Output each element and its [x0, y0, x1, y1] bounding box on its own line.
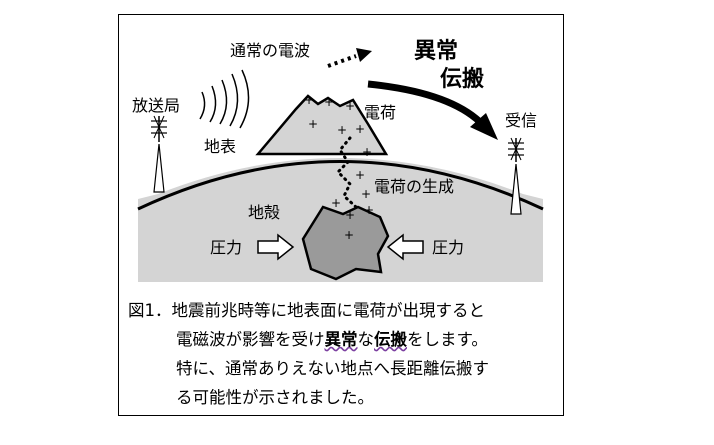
- charge-label: 電荷: [364, 103, 396, 122]
- caption-line-2-pre: 電磁波が影響を受け: [176, 330, 325, 349]
- plus-sign: +: [364, 203, 374, 217]
- plus-sign: +: [345, 99, 355, 113]
- antenna-tower-icon: [151, 115, 167, 193]
- normal-wave-label: 通常の電波: [230, 41, 310, 60]
- dotted-arrow-icon: [327, 48, 372, 68]
- plus-sign: +: [361, 187, 371, 201]
- broadcast-station-label: 放送局: [132, 96, 180, 115]
- plus-sign: +: [345, 208, 355, 222]
- caption-line-3: 特に、通常ありえない地点へ長距離伝搬す: [176, 359, 490, 378]
- ground-surface-label: 地表: [204, 137, 236, 156]
- mountain: [255, 94, 389, 156]
- receiver-label: 受信: [505, 111, 537, 130]
- ground-surface-line: [137, 160, 544, 211]
- hollow-arrow-icon: [257, 233, 295, 261]
- rock-mass: [301, 205, 390, 281]
- earthquake-propagation-diagram: + + + + + + + + + + + + +: [132, 38, 544, 282]
- caption-line-2: 電磁波が影響を受け異常な伝搬をします。: [128, 325, 560, 354]
- pressure-left-label: 圧力: [210, 238, 242, 257]
- plus-sign: +: [337, 123, 347, 137]
- anomalous-label-line2: 伝搬: [440, 66, 484, 92]
- radio-wave-arcs-icon: [199, 69, 250, 129]
- plus-sign: +: [362, 145, 372, 159]
- charge-generation-label: 電荷の生成: [374, 177, 454, 196]
- charge-path: [335, 136, 358, 209]
- plus-sign: +: [344, 228, 354, 242]
- hollow-arrow-icon: [386, 233, 424, 261]
- charge-plus-signs: + + + + + + + + + + + + +: [304, 93, 374, 242]
- caption-emphasis-propagation: 伝搬: [374, 330, 407, 349]
- curved-arrow-icon: [367, 80, 498, 140]
- pressure-right-label: 圧力: [432, 238, 464, 257]
- plus-sign: +: [324, 95, 334, 109]
- caption-line-4: る可能性が示されました。: [176, 388, 374, 407]
- crust-label: 地殻: [248, 203, 280, 222]
- plus-sign: +: [355, 168, 365, 182]
- caption-line-1: 図1．地震前兆時等に地表面に電荷が出現すると: [128, 301, 485, 320]
- receiver-antenna-icon: [508, 137, 524, 215]
- caption-line-2-post: をします。: [407, 330, 488, 349]
- figure-frame: [118, 14, 564, 416]
- plus-sign: +: [308, 117, 318, 131]
- caption-line-2-mid: な: [357, 330, 375, 349]
- figure-caption: 図1．地震前兆時等に地表面に電荷が出現すると 電磁波が影響を受け異常な伝搬をしま…: [128, 296, 560, 412]
- anomalous-label-line1: 異常: [414, 38, 458, 64]
- plus-sign: +: [355, 122, 365, 136]
- caption-emphasis-anomalous: 異常: [324, 330, 358, 349]
- plus-sign: +: [331, 196, 341, 210]
- plus-sign: +: [304, 93, 314, 107]
